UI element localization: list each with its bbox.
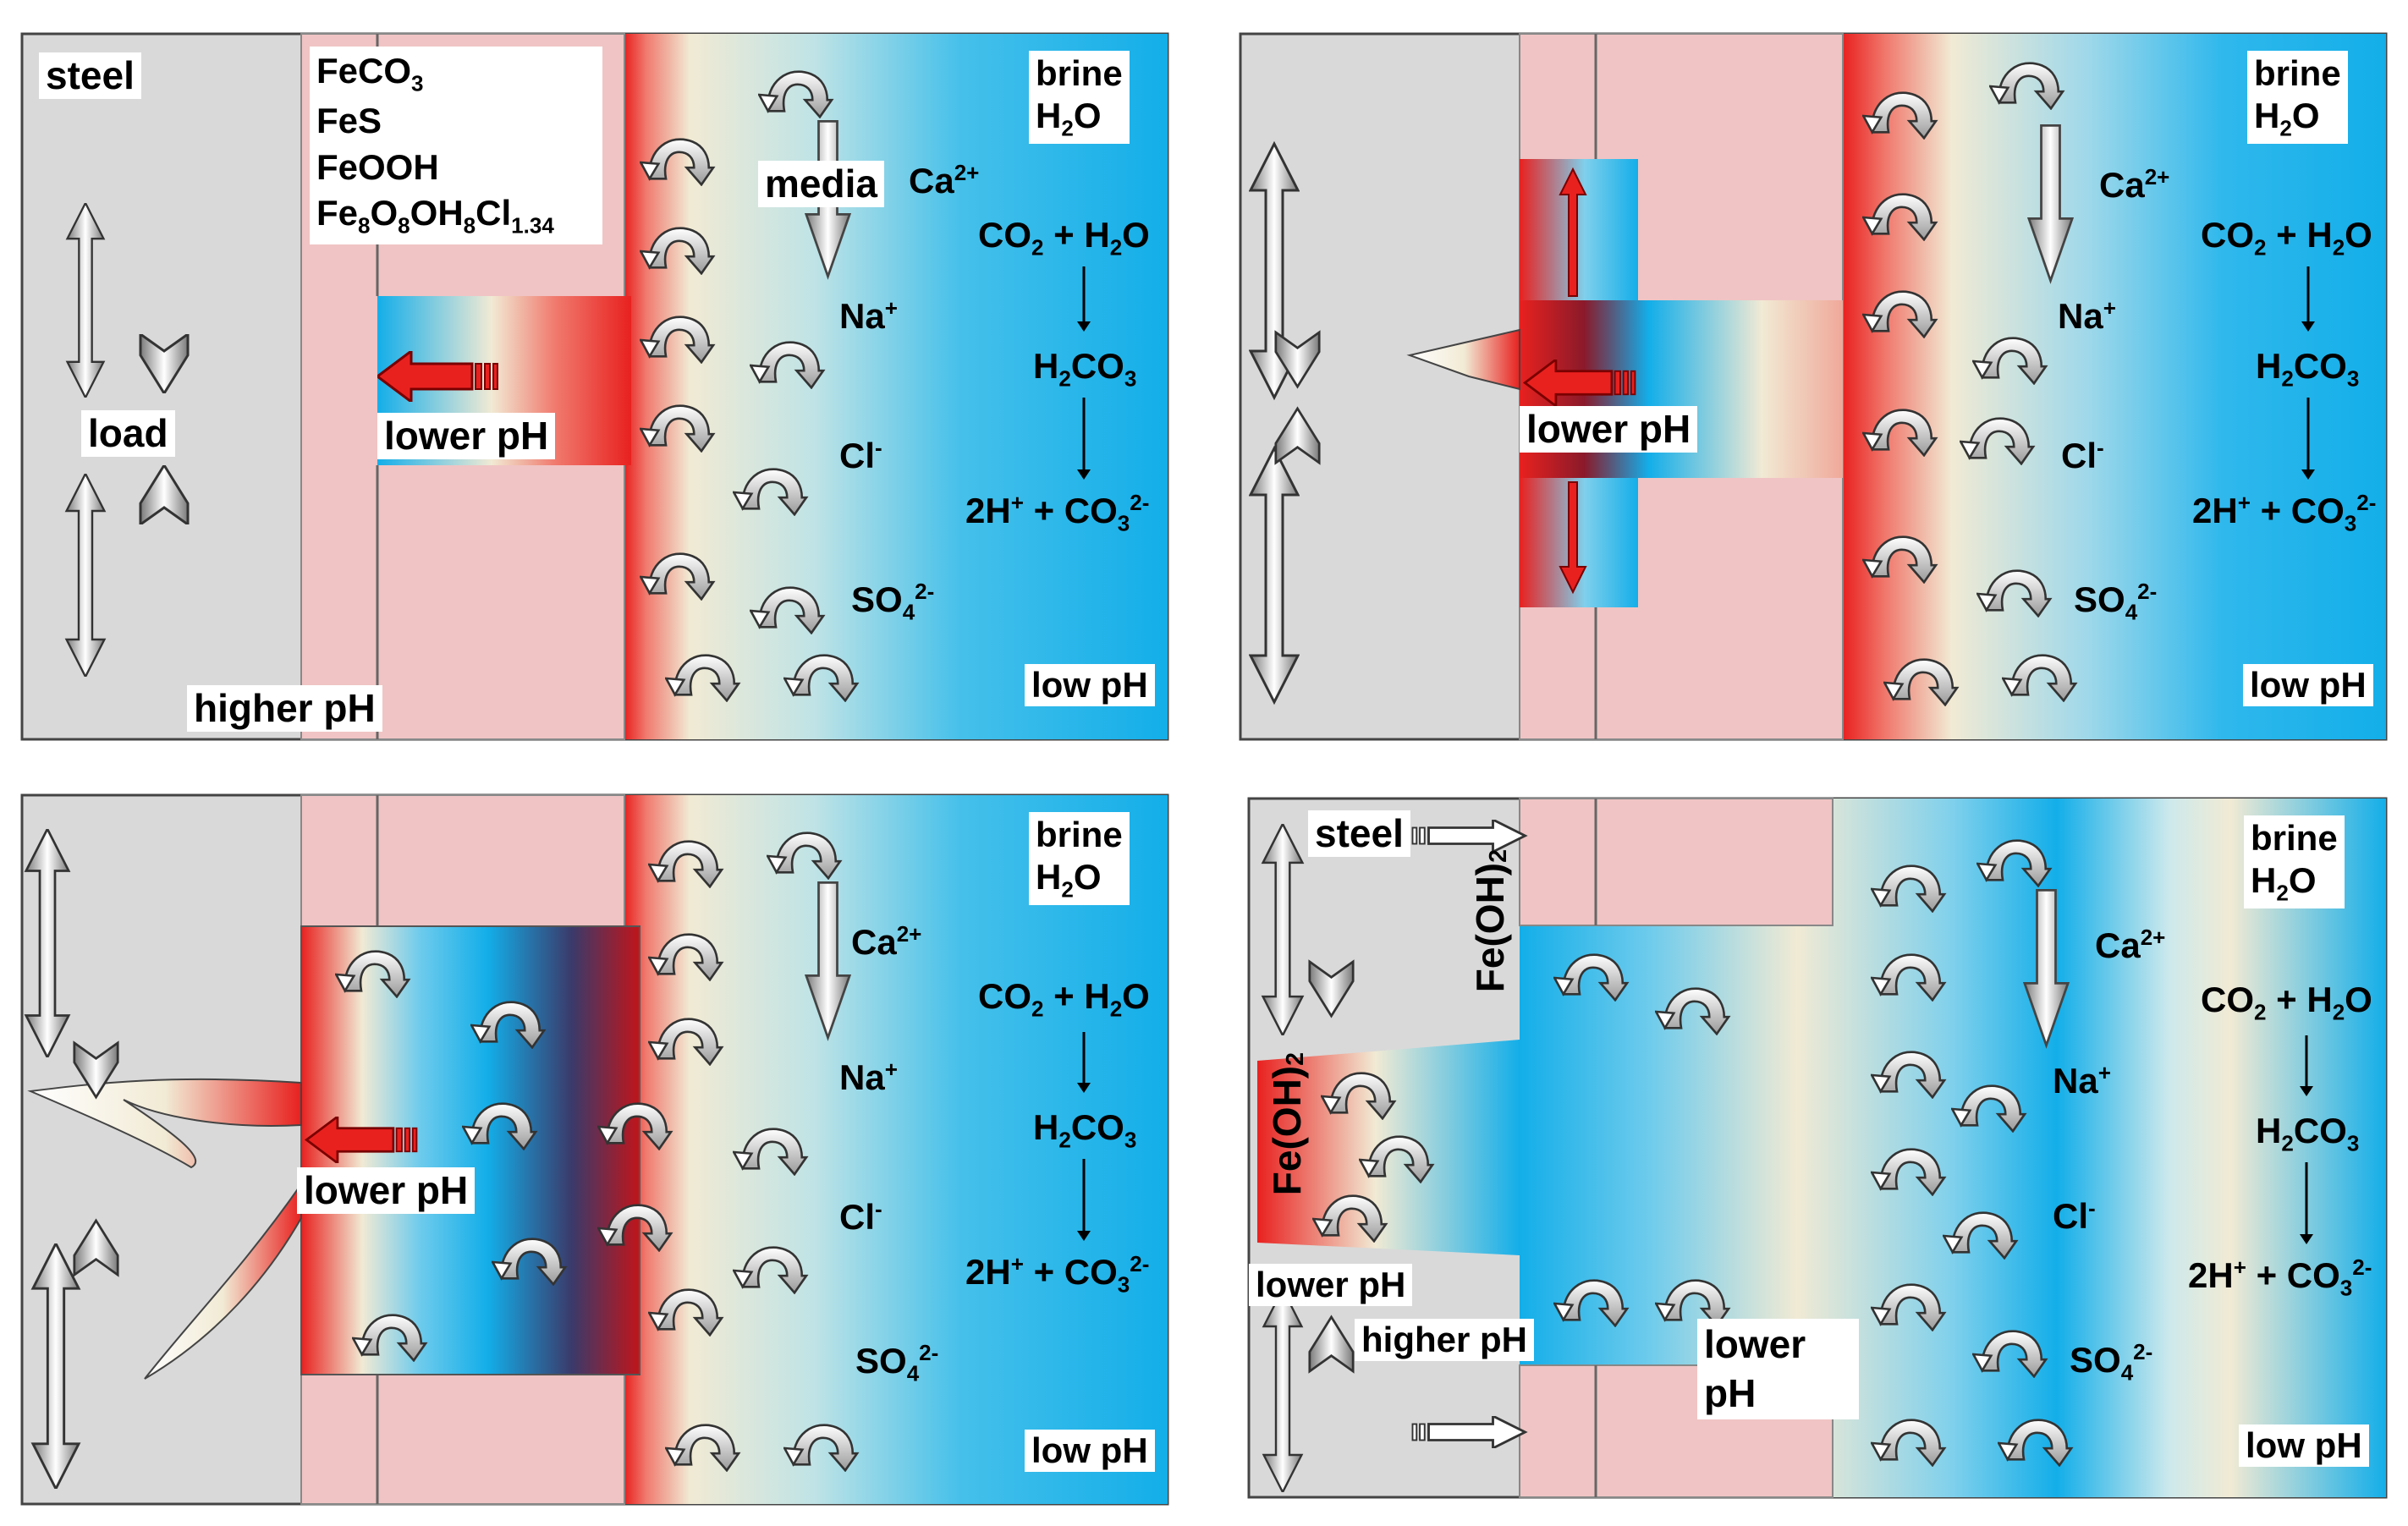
lower-ph-label: lower pH <box>377 413 556 459</box>
low-ph-label: low pH <box>1025 1430 1155 1473</box>
crack-upper <box>27 1078 302 1169</box>
so4-ion: SO42- <box>855 1340 939 1386</box>
reaction-line-1: CO2 + H2O <box>978 215 1150 261</box>
reaction-line-2: H2CO3 <box>2256 346 2360 392</box>
ca-ion: Ca2+ <box>909 160 980 200</box>
cl-ion: Cl- <box>2061 435 2104 475</box>
panel-2-graphic <box>1239 32 2388 741</box>
reaction-line-1: CO2 + H2O <box>2201 215 2372 261</box>
feoh2-upper-label: Fe(OH)2 <box>1468 849 1513 993</box>
so4-ion: SO42- <box>851 579 935 625</box>
panel-4: steel Fe(OH)2 Fe(OH)2 lower pH higher pH… <box>1247 797 2388 1499</box>
reaction-line-2: H2CO3 <box>2256 1111 2360 1156</box>
higher-ph-label: higher pH <box>1355 1319 1534 1362</box>
ca-ion: Ca2+ <box>851 921 922 962</box>
products-list: FeCO3 FeS FeOOH Fe8O8OH8Cl1.34 <box>310 47 602 244</box>
red-up-arrow <box>1559 167 1587 297</box>
low-ph-label: low pH <box>2243 664 2373 707</box>
brine-zone <box>624 34 1168 739</box>
reaction-line-1: CO2 + H2O <box>2201 980 2372 1025</box>
load-label: load <box>81 410 175 457</box>
reaction-line-2: H2CO3 <box>1033 1107 1137 1153</box>
cl-ion: Cl- <box>2053 1195 2096 1236</box>
low-ph-label: low pH <box>2239 1424 2369 1468</box>
cl-ion: Cl- <box>839 1196 882 1237</box>
crack-tip <box>1406 328 1520 391</box>
higher-ph-label: higher pH <box>187 685 382 732</box>
reaction-line-3: 2H+ + CO32- <box>2188 1254 2372 1301</box>
lower-ph-label: lower pH <box>1520 406 1698 453</box>
panel-1: steel FeCO3 FeS FeOOH Fe8O8OH8Cl1.34 med… <box>20 32 1169 741</box>
ca-ion: Ca2+ <box>2095 925 2166 965</box>
lower-ph-small-label: lower pH <box>1249 1264 1413 1307</box>
reaction-line-1: CO2 + H2O <box>978 976 1150 1022</box>
na-ion: Na+ <box>2053 1060 2111 1101</box>
na-ion: Na+ <box>839 295 898 336</box>
steel-label: steel <box>1308 810 1410 857</box>
red-down-arrow <box>1559 481 1587 595</box>
media-label: media <box>758 161 884 207</box>
cl-ion: Cl- <box>839 435 882 475</box>
so4-ion: SO42- <box>2074 579 2158 625</box>
na-ion: Na+ <box>839 1057 898 1097</box>
reaction-line-3: 2H+ + CO32- <box>2192 490 2377 536</box>
so4-ion: SO42- <box>2070 1339 2153 1386</box>
reaction-line-2: H2CO3 <box>1033 346 1137 392</box>
brine-zone <box>624 795 1168 1504</box>
panel-3-graphic <box>20 793 1169 1506</box>
reaction-line-3: 2H+ + CO32- <box>965 1251 1150 1298</box>
reaction-line-3: 2H+ + CO32- <box>965 490 1150 536</box>
coating-upper <box>1519 798 1833 926</box>
steel-label: steel <box>39 52 141 99</box>
lower-ph-label: lower pH <box>297 1167 476 1214</box>
feoh2-pit-label: Fe(OH)2 <box>1265 1052 1310 1196</box>
brine-zone <box>1843 34 2386 739</box>
panel-4-graphic <box>1247 797 2388 1499</box>
low-ph-label: low pH <box>1025 664 1155 707</box>
na-ion: Na+ <box>2058 295 2116 336</box>
ca-ion: Ca2+ <box>2099 164 2170 205</box>
